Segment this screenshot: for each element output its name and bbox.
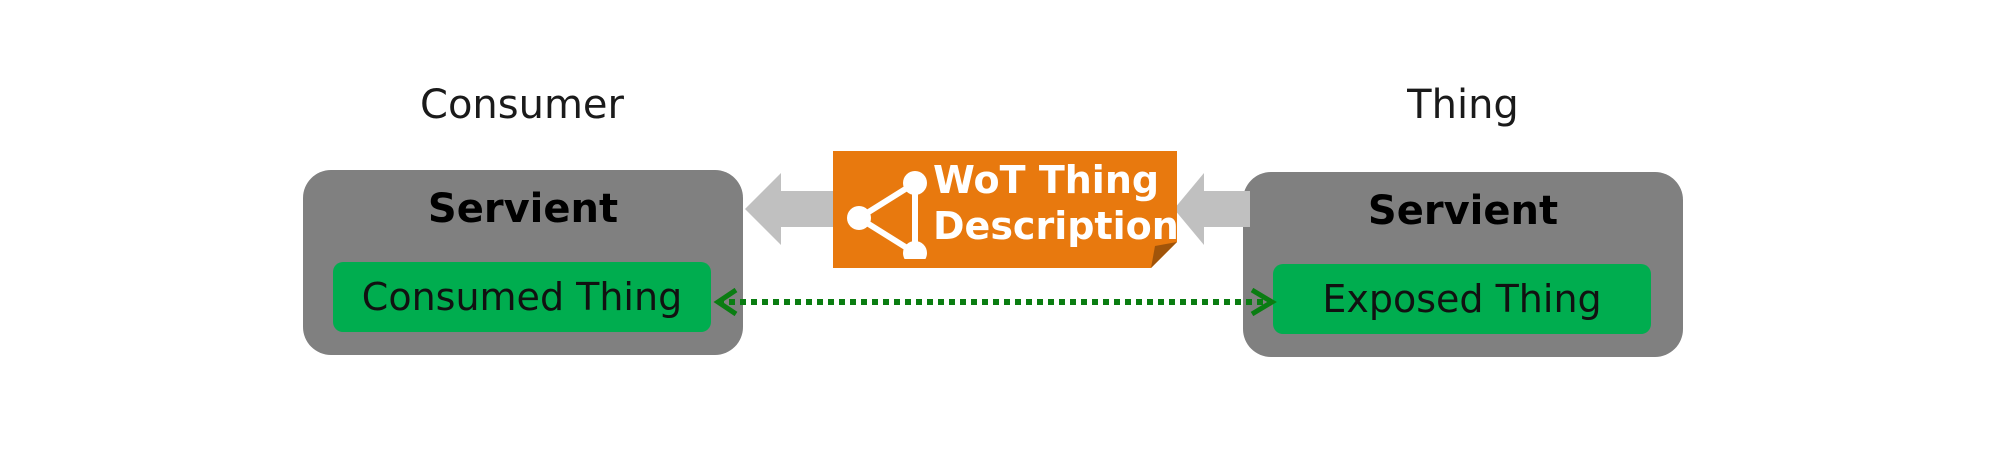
- right-arrow-icon: [1174, 173, 1250, 245]
- thing-servient: Servient Exposed Thing: [1243, 172, 1683, 357]
- consumed-thing-box: Consumed Thing: [333, 262, 711, 332]
- td-line-1: WoT Thing: [933, 158, 1160, 202]
- page-fold-icon: [1151, 242, 1177, 268]
- thing-heading: Thing: [1407, 82, 1519, 128]
- consumer-servient: Servient Consumed Thing: [303, 170, 743, 355]
- servient-title: Servient: [1367, 188, 1559, 234]
- consumer-heading: Consumer: [420, 82, 624, 128]
- left-arrow-icon: [745, 173, 833, 245]
- td-line-2: Description: [933, 204, 1179, 248]
- thing-description-box: WoT Thing Description: [833, 151, 1179, 268]
- exposed-thing-box: Exposed Thing: [1273, 264, 1651, 334]
- thing-description-label: WoT Thing Description: [933, 157, 1179, 249]
- graph-network-icon: [847, 171, 927, 259]
- servient-title: Servient: [427, 186, 619, 232]
